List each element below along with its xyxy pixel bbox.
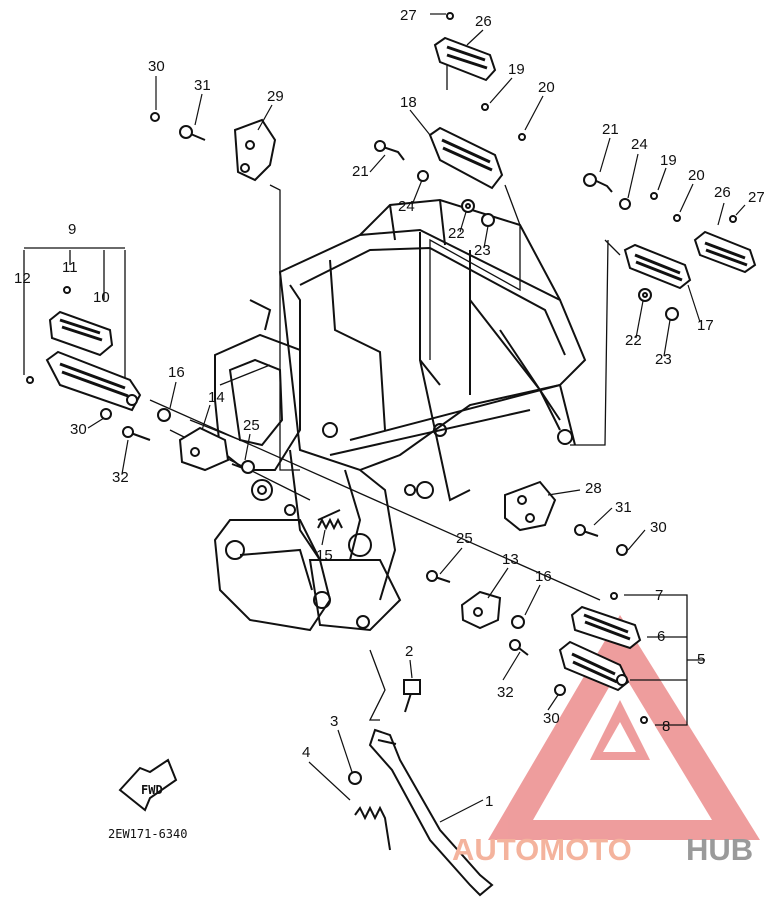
watermark-brand-part2: HUB — [686, 832, 753, 867]
callout-29: 29 — [267, 88, 284, 105]
callout-6: 6 — [657, 628, 665, 645]
callout-9: 9 — [68, 221, 76, 238]
callout-24-right: 24 — [631, 136, 648, 153]
callout-17: 17 — [697, 317, 714, 334]
callout-23-right: 23 — [655, 351, 672, 368]
callout-26-right: 26 — [714, 184, 731, 201]
footrest-passenger-right — [623, 230, 757, 290]
callout-30-left: 30 — [70, 421, 87, 438]
callout-32-left: 32 — [112, 469, 129, 486]
callout-31-top: 31 — [194, 77, 211, 94]
callout-30-bottom: 30 — [543, 710, 560, 727]
callout-25-right: 25 — [456, 530, 473, 547]
callout-12: 12 — [14, 270, 31, 287]
watermark-logo — [488, 615, 760, 840]
callout-23-top: 23 — [474, 242, 491, 259]
callout-18: 18 — [400, 94, 417, 111]
callout-22-top: 22 — [448, 225, 465, 242]
callout-labels: 1 2 3 4 5 6 7 8 9 10 11 12 13 14 15 16 1… — [14, 7, 765, 810]
callout-30-right: 30 — [650, 519, 667, 536]
callout-24-top: 24 — [398, 198, 415, 215]
callout-7: 7 — [655, 587, 663, 604]
main-frame — [213, 198, 587, 632]
callout-1: 1 — [485, 793, 493, 810]
footrest-rider-right — [558, 605, 642, 692]
callout-16-left: 16 — [168, 364, 185, 381]
callout-27-top: 27 — [400, 7, 417, 24]
callout-19-right: 19 — [660, 152, 677, 169]
callout-26-top: 26 — [475, 13, 492, 30]
callout-16-right: 16 — [535, 568, 552, 585]
callout-21-right: 21 — [602, 121, 619, 138]
callout-13: 13 — [502, 551, 519, 568]
callout-32-right: 32 — [497, 684, 514, 701]
forward-arrow: FWD — [118, 758, 178, 812]
callout-leaders — [87, 13, 746, 823]
callout-19-top: 19 — [508, 61, 525, 78]
callout-8: 8 — [662, 718, 670, 735]
callout-14: 14 — [208, 389, 225, 406]
forward-arrow-label: FWD — [141, 783, 163, 797]
callout-25-left: 25 — [243, 417, 260, 434]
callout-21-top: 21 — [352, 163, 369, 180]
callout-22-right: 22 — [625, 332, 642, 349]
callout-27-right: 27 — [748, 189, 765, 206]
callout-30-top: 30 — [148, 58, 165, 75]
drawing-code: 2EW171-6340 — [108, 827, 187, 841]
callout-28: 28 — [585, 480, 602, 497]
callout-5: 5 — [697, 651, 705, 668]
footrest-rider-left — [45, 310, 142, 412]
callout-2: 2 — [405, 643, 413, 660]
callout-11: 11 — [62, 259, 78, 276]
watermark-brand-part1: AUTOMOTO — [452, 832, 632, 867]
callout-15: 15 — [316, 547, 333, 564]
callout-3: 3 — [330, 713, 338, 730]
footrest-passenger-top — [428, 36, 504, 190]
callout-31-right: 31 — [615, 499, 632, 516]
callout-20-right: 20 — [688, 167, 705, 184]
callout-20-top: 20 — [538, 79, 555, 96]
callout-10: 10 — [93, 289, 110, 306]
callout-4: 4 — [302, 744, 310, 761]
watermark-text: AUTOMOTO HUB — [452, 832, 753, 867]
